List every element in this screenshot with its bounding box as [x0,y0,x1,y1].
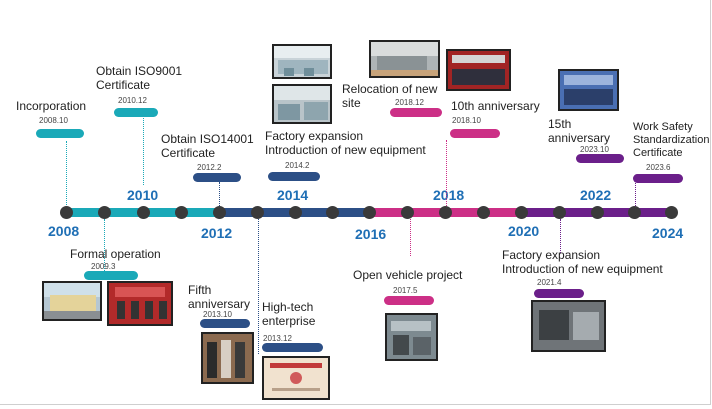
vehicle-photo-2017 [385,313,438,361]
timeline-node [401,206,414,219]
event-date-incorporation: 2008.10 [39,116,68,125]
timeline-node [251,206,264,219]
timeline-node [515,206,528,219]
anniversary-photo-2018 [446,49,511,91]
connector-line [560,219,561,253]
connector-line [258,219,259,354]
timeline-node [289,206,302,219]
connector-line [446,140,447,206]
event-pill-open-vehicle [384,296,434,305]
event-date-open-vehicle: 2017.5 [393,286,418,295]
event-label-iso9001: Obtain ISO9001 Certificate [96,64,183,92]
year-label: 2014 [277,187,309,203]
timeline-node [213,206,226,219]
event-label-factory-expansion-2021: Factory expansion Introduction of new eq… [502,248,663,276]
building-photo-2009 [42,281,102,321]
event-label-fifteenth-anniversary: 15th anniversary [548,117,611,145]
event-date-iso9001: 2010.12 [118,96,147,105]
event-date-fifteenth-anniversary: 2023.10 [580,145,609,154]
event-label-tenth-anniversary: 10th anniversary [451,99,540,113]
year-label: 2024 [652,225,684,241]
year-label: 2008 [48,223,80,239]
frame-bottom-border [0,404,711,405]
group-photo-2013 [201,332,254,384]
ceremony-photo-2009 [107,281,173,326]
timeline-node [591,206,604,219]
event-label-fifth-anniversary: Fifth anniversary [188,283,251,311]
event-label-formal-operation: Formal operation [70,247,161,261]
event-pill-relocation [390,108,442,117]
event-label-relocation: Relocation of new site [342,82,438,110]
event-label-work-safety: Work Safety Standardization Certificate [633,121,710,159]
year-label: 2018 [433,187,465,203]
event-date-relocation: 2018.12 [395,98,424,107]
timeline-node [665,206,678,219]
connector-line [219,182,220,206]
event-date-work-safety: 2023.6 [646,163,671,172]
year-label: 2016 [355,226,387,242]
year-label: 2010 [127,187,159,203]
year-label: 2022 [580,187,612,203]
connector-line [143,116,144,185]
timeline-node [439,206,452,219]
connector-line [104,219,105,271]
event-pill-iso9001 [114,108,158,117]
event-pill-high-tech [262,343,323,352]
site-photo-2018 [369,40,440,78]
event-pill-fifth-anniversary [200,319,250,328]
connector-line [410,219,411,256]
event-label-incorporation: Incorporation [16,99,87,113]
timeline-node [60,206,73,219]
event-label-open-vehicle: Open vehicle project [353,268,463,282]
timeline-node [553,206,566,219]
event-pill-factory-expansion-2021 [534,289,584,298]
year-label: 2012 [201,225,233,241]
event-date-tenth-anniversary: 2018.10 [452,116,481,125]
group-photo-2023 [558,69,619,111]
connector-line [635,183,636,206]
event-pill-formal-operation [84,271,138,280]
event-pill-tenth-anniversary [450,129,500,138]
timeline-node [137,206,150,219]
event-date-formal-operation: 2009.3 [91,262,116,271]
event-date-iso14001: 2012.2 [197,163,222,172]
factory-photo-2014-b [272,84,332,124]
event-date-high-tech: 2013.12 [263,334,292,343]
machine-photo-2021 [531,300,606,352]
event-date-fifth-anniversary: 2013.10 [203,310,232,319]
timeline-node [98,206,111,219]
year-label: 2020 [508,223,540,239]
timeline-node [363,206,376,219]
event-label-iso14001: Obtain ISO14001 Certificate [161,132,254,160]
timeline-node [326,206,339,219]
timeline-node [628,206,641,219]
connector-line [66,141,67,205]
event-pill-factory-expansion-2014 [268,172,320,181]
event-pill-incorporation [36,129,84,138]
timeline-node [175,206,188,219]
event-pill-iso14001 [193,173,241,182]
timeline-node [477,206,490,219]
event-pill-fifteenth-anniversary [576,154,624,163]
event-date-factory-expansion-2021: 2021.4 [537,278,562,287]
certificate-photo-2013 [262,356,330,400]
event-label-factory-expansion-2014: Factory expansion Introduction of new eq… [265,129,426,157]
event-date-factory-expansion-2014: 2014.2 [285,161,310,170]
factory-photo-2014-a [272,44,332,79]
frame-right-border [710,0,711,405]
event-pill-work-safety [633,174,683,183]
event-label-high-tech: High-tech enterprise [262,300,316,328]
